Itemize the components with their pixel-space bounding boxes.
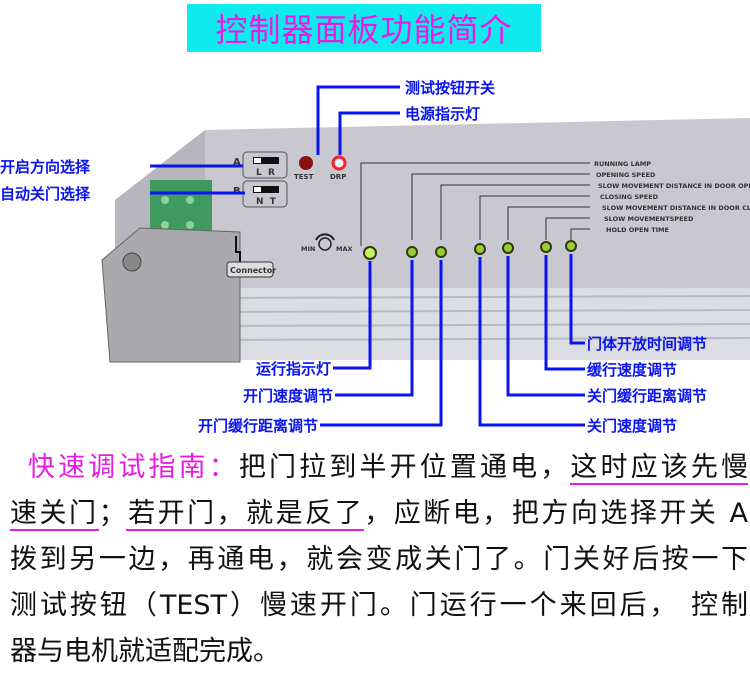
screw-icon [122,252,142,272]
closing-slow-distance-pot[interactable] [502,242,514,254]
callout-closing-speed: 关门速度调节 [587,417,677,435]
switch-a[interactable] [243,152,287,178]
opening-speed-pot[interactable] [406,246,418,258]
switch-b[interactable] [243,181,287,207]
legend-closing-speed: CLOSING SPEED [600,193,659,201]
guide-text: 拨到另一边，再通电，就会变成关门了。门关好后按一下 [10,544,748,575]
legend-closing-slow-distance: SLOW MOVEMENT DISTANCE IN DOOR CLOSING [602,204,750,212]
guide-underlined-text: 速关门 [10,498,99,531]
closing-speed-pot[interactable] [474,243,486,255]
drp-label: DRP [330,173,346,181]
guide-heading: 快速调试指南： [28,452,239,483]
controller-diagram: A L R B N T Connector TEST DRP MIN MAX R… [0,79,750,435]
callout-slow-speed: 缓行速度调节 [587,361,677,379]
guide-text: ，应断电，把方向选择开关 A [364,498,749,529]
callout-running-lamp: 运行指示灯 [256,360,331,378]
quick-setup-guide: 快速调试指南：把门拉到半开位置通电，这时应该先慢 速关门；若开门，就是反了，应断… [10,445,749,675]
guide-underlined-text: 若开门，就是反了 [125,498,365,531]
legend-slow-speed: SLOW MOVEMENTSPEED [604,215,694,223]
guide-underlined-text: 这时应该先慢 [570,452,749,485]
switch-b-positions: N T [256,197,277,207]
connector-label: Connector [230,266,276,275]
callout-closing-slow-distance: 关门缓行距离调节 [587,387,707,405]
knob-min-label: MIN [301,245,315,253]
connector-port[interactable] [226,261,274,278]
switch-a-positions: L R [256,168,275,178]
test-label: TEST [294,173,314,181]
callout-hold-open-time: 门体开放时间调节 [587,335,707,353]
callout-auto-close-select: 自动关门选择 [0,185,91,203]
switch-a-label: A [233,157,241,168]
callout-direction-select: 开启方向选择 [0,158,91,176]
running-lamp-led [363,246,377,260]
callout-opening-slow-distance: 开门缓行距离调节 [198,417,318,435]
callout-opening-speed: 开门速度调节 [243,387,333,405]
drp-power-led [331,155,347,171]
guide-text: 测试按钮（TEST）慢速开门。门运行一个来回后， 控制 [10,590,748,621]
slow-speed-pot[interactable] [540,241,552,253]
guide-text: 把门拉到半开位置通电， [238,452,571,483]
callout-test-button: 测试按钮开关 [405,79,495,97]
guide-text: ； [98,498,126,529]
knob-max-label: MAX [336,245,353,253]
callout-power-indicator: 电源指示灯 [405,105,480,123]
hold-open-time-pot[interactable] [565,240,577,252]
mounting-bracket [101,227,241,363]
test-button[interactable] [299,156,313,170]
opening-slow-distance-pot[interactable] [435,246,447,258]
guide-text: 器与电机就适配完成。 [10,636,280,667]
legend-running-lamp: RUNNING LAMP [594,160,651,168]
legend-opening-speed: OPENING SPEED [596,171,656,179]
page-title: 控制器面板功能简介 [215,11,513,49]
title-banner: 控制器面板功能简介 [187,4,541,52]
legend-opening-slow-distance: SLOW MOVEMENT DISTANCE IN DOOR OPENING [598,182,750,190]
legend-hold-open-time: HOLD OPEN TIME [606,226,669,234]
speed-knob[interactable] [318,237,332,251]
